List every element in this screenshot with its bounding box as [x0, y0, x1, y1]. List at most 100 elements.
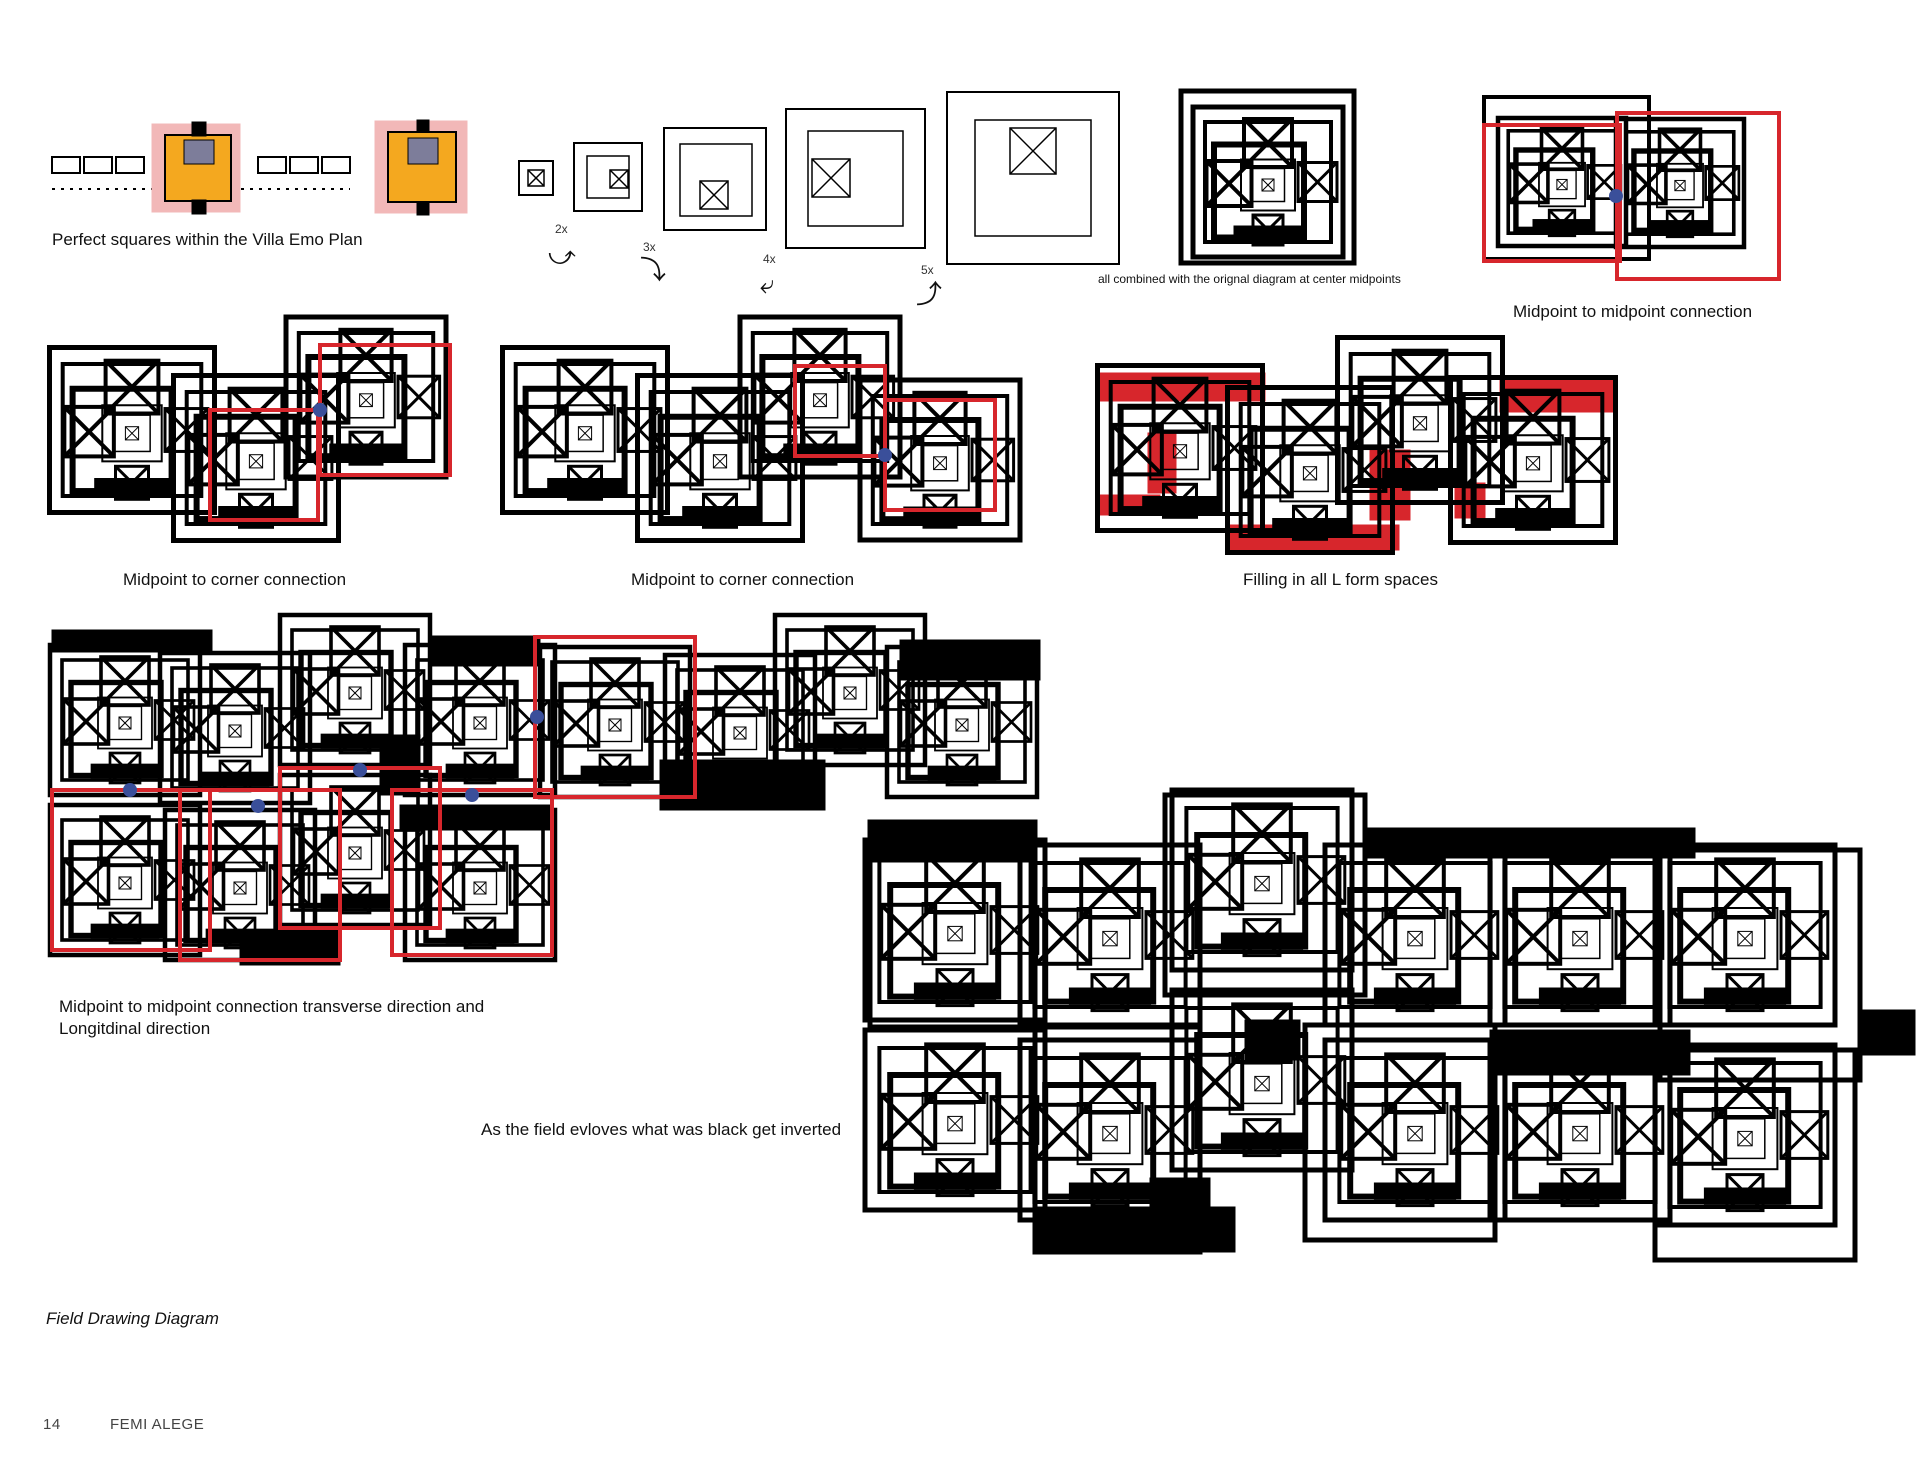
module-frame	[1667, 1061, 1823, 1209]
cross-line	[843, 686, 857, 700]
module-frame	[1502, 861, 1658, 1009]
cross-line	[1303, 466, 1317, 481]
cross-line	[677, 707, 725, 756]
crossed-square	[99, 655, 151, 707]
cross-line	[1034, 1103, 1092, 1161]
crossed-square	[214, 820, 266, 872]
cross-line	[552, 699, 600, 748]
module-inner	[1711, 907, 1779, 971]
module-bar	[1220, 1132, 1304, 1150]
scale-label-5x: 5x	[921, 263, 934, 277]
module-inner	[1394, 918, 1436, 960]
module-outer-square	[500, 345, 670, 515]
module-inner	[1089, 918, 1131, 960]
crossed-square	[924, 852, 986, 915]
cross-line	[118, 716, 132, 730]
module-inner	[107, 705, 143, 741]
red-connection-square	[178, 788, 342, 962]
module-outer-square	[662, 652, 818, 808]
crossed-square	[608, 718, 622, 732]
module-frame	[1337, 861, 1493, 1009]
rotate-arrow-icon: ⤵	[640, 255, 667, 285]
cross-line	[1339, 1103, 1397, 1161]
cross-line	[1564, 437, 1610, 483]
module-inner	[1089, 1113, 1131, 1155]
crossed-square	[1009, 127, 1057, 175]
connection-midpoint-dot	[530, 710, 544, 724]
cross-line	[1261, 178, 1275, 192]
module-inner	[1559, 1113, 1601, 1155]
crossed-square	[1714, 857, 1776, 920]
caption-midpoint-to-midpoint: Midpoint to midpoint connection	[1513, 302, 1753, 321]
module-bar	[1538, 1182, 1622, 1200]
crossed-square	[103, 358, 161, 416]
module-inner	[1547, 169, 1577, 200]
crossed-square	[1231, 1002, 1293, 1065]
module-inner	[566, 414, 604, 453]
crossed-square	[1779, 1110, 1830, 1160]
module-inner	[1711, 1107, 1779, 1171]
module-inner	[207, 704, 263, 758]
scale-label-3x: 3x	[643, 240, 656, 254]
connection-midpoint-dot	[1609, 189, 1623, 203]
module-inner	[1546, 1102, 1614, 1166]
cross-line	[1737, 1131, 1753, 1147]
module-inner	[722, 715, 758, 751]
crossed-square	[1254, 875, 1270, 892]
crossed-square	[955, 718, 969, 732]
module-bar	[580, 765, 650, 781]
crossed-square	[947, 925, 963, 942]
module-bar	[913, 1172, 997, 1190]
module-bar	[90, 923, 160, 939]
crossed-square	[1412, 416, 1428, 431]
cross-line	[509, 699, 550, 741]
cross-line	[650, 433, 704, 486]
cross-line	[348, 686, 362, 700]
module-outer-square	[1190, 104, 1346, 260]
caption-midpoint-to-corner-1: Midpoint to corner connection	[123, 570, 347, 589]
crossed-square	[712, 454, 728, 469]
cross-line	[1779, 910, 1829, 960]
module-inner	[921, 902, 989, 966]
cross-line	[955, 718, 969, 732]
crossed-square	[118, 716, 132, 730]
cross-line	[989, 1095, 1039, 1145]
cross-line	[62, 697, 110, 746]
module-inner	[554, 404, 616, 463]
module-bar	[1233, 225, 1303, 241]
crossed-square	[1296, 1055, 1347, 1105]
crossed-square	[1261, 178, 1275, 192]
outline-square	[974, 119, 1092, 237]
module-inner	[921, 1092, 989, 1156]
module-inner	[1538, 161, 1586, 208]
module-inner	[1394, 1113, 1436, 1155]
crossed-square	[1144, 910, 1195, 960]
crossed-square	[1674, 179, 1686, 192]
cross-line	[1110, 423, 1164, 476]
module-frame	[1506, 129, 1618, 236]
crossed-square	[1539, 126, 1585, 172]
module-inner	[1724, 918, 1766, 960]
crossed-square	[1504, 388, 1562, 446]
crossed-square	[843, 686, 857, 700]
cross-line	[473, 716, 487, 730]
cross-line	[947, 1116, 963, 1132]
module-bar	[1495, 508, 1571, 525]
cross-line	[1674, 180, 1686, 192]
crossed-square	[1564, 437, 1611, 483]
cross-line	[989, 905, 1039, 955]
crossed-square	[233, 881, 247, 895]
cross-line	[1669, 1108, 1727, 1166]
module-inner	[1546, 907, 1614, 971]
cross-line	[787, 667, 835, 716]
red-connection-square	[1482, 123, 1622, 263]
cross-line	[1034, 908, 1092, 966]
crossed-square	[329, 625, 381, 677]
crossed-square	[609, 169, 629, 189]
cross-line	[417, 697, 465, 746]
crossed-square	[396, 374, 442, 420]
cross-line	[609, 169, 629, 189]
cross-line	[177, 862, 225, 911]
crossed-square	[228, 724, 242, 738]
crossed-square	[1172, 444, 1188, 459]
